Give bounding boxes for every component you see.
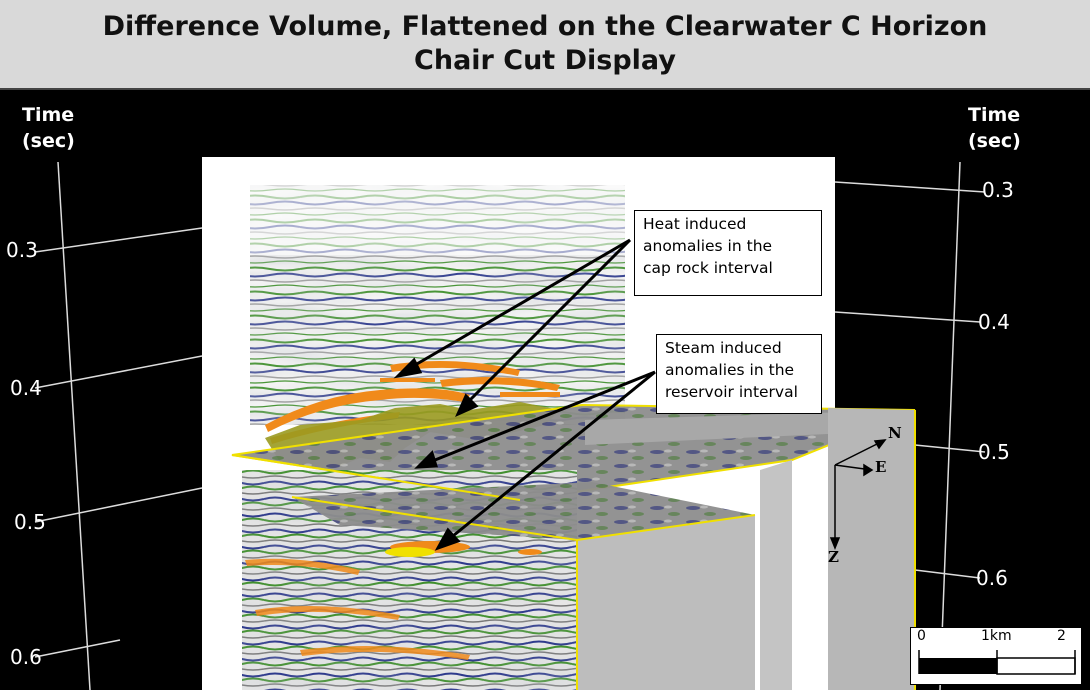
steam-callout-line2: anomalies in the (665, 361, 795, 379)
front-gray-face (577, 515, 755, 690)
right-axis-title-line1: Time (968, 104, 1021, 126)
seismic-scene: Time (sec) Time (sec) 0.3 0.4 0.5 0.6 0.… (0, 90, 1090, 690)
scale-bar-graphic (918, 650, 1076, 675)
callout-arrows (393, 238, 656, 551)
left-tick-label: 0.6 (10, 645, 42, 669)
compass-north-label: N (888, 424, 902, 442)
heat-callout-line3: cap rock interval (643, 259, 773, 277)
left-axis-title-line1: Time (22, 104, 75, 126)
right-tick-label: 0.5 (978, 440, 1010, 464)
seismic-scene-svg (34, 157, 986, 690)
figure-subtitle: Chair Cut Display (414, 45, 676, 76)
right-tick-label: 0.4 (978, 310, 1010, 334)
right-axis (834, 161, 986, 690)
scale-label-1km: 1km (981, 628, 1012, 644)
heat-callout-line2: anomalies in the (643, 237, 773, 255)
steam-callout-line1: Steam induced (665, 339, 782, 357)
right-block-face (828, 408, 915, 690)
left-axis-title: Time (sec) (22, 102, 75, 154)
compass-east-label: E (875, 458, 887, 476)
lower-horizon-slice (292, 482, 755, 540)
scale-label-2: 2 (1057, 628, 1066, 644)
compass-z-label: Z (828, 548, 839, 566)
right-tick-label: 0.3 (982, 178, 1014, 202)
left-axis (34, 161, 203, 690)
scale-bar: 0 1km 2 (910, 627, 1082, 685)
inner-gray-column (760, 460, 792, 690)
title-bar: Difference Volume, Flattened on the Clea… (0, 0, 1090, 90)
right-axis-title: Time (sec) (968, 102, 1021, 154)
steam-anomaly-callout: Steam induced anomalies in the reservoir… (656, 334, 822, 414)
figure-title: Difference Volume, Flattened on the Clea… (102, 11, 988, 42)
left-tick-label: 0.5 (14, 510, 46, 534)
scale-label-0: 0 (917, 628, 926, 644)
right-tick-label: 0.6 (976, 566, 1008, 590)
left-axis-title-line2: (sec) (22, 130, 75, 152)
steam-anomaly (385, 547, 435, 557)
right-axis-title-line2: (sec) (968, 130, 1021, 152)
steam-callout-line3: reservoir interval (665, 383, 798, 401)
left-tick-label: 0.3 (6, 238, 38, 262)
left-tick-label: 0.4 (10, 376, 42, 400)
compass-arrows (829, 439, 887, 551)
heat-anomaly-callout: Heat induced anomalies in the cap rock i… (634, 210, 822, 296)
heat-callout-line1: Heat induced (643, 215, 747, 233)
